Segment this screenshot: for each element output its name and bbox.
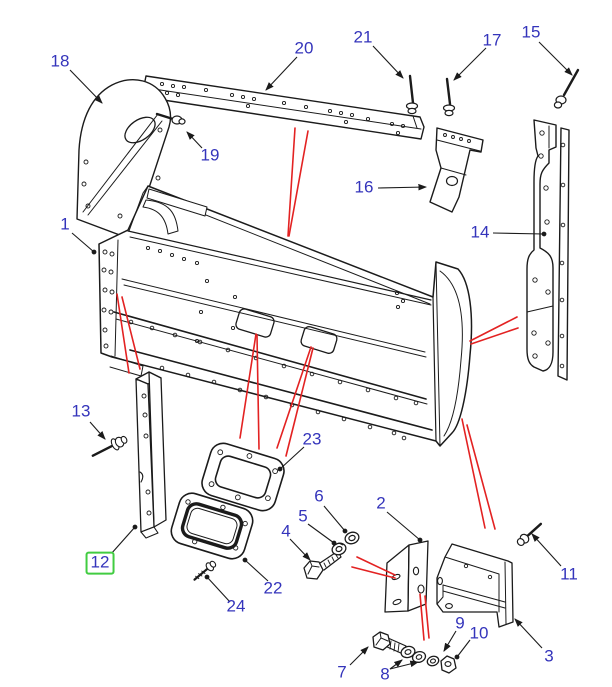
callout-8[interactable]: 8 (380, 664, 390, 684)
part-5-spring-washer-icon (331, 542, 347, 556)
callout-1[interactable]: 1 (60, 214, 70, 234)
part-9-washer-icon (426, 655, 440, 667)
callout-24[interactable]: 24 (226, 596, 246, 616)
part-13-bolt-icon (91, 435, 128, 457)
part-18-gusset-plate-icon (76, 79, 172, 241)
part-6-washer-icon (344, 531, 360, 545)
callout-14[interactable]: 14 (470, 222, 490, 242)
callout-20[interactable]: 20 (294, 38, 314, 58)
part-3-bracket-icon (436, 543, 514, 628)
part-17-bolt-icon (442, 77, 456, 117)
callout-12[interactable]: 12 (85, 551, 115, 575)
callout-16[interactable]: 16 (354, 177, 374, 197)
part-23-gasket-icon (201, 442, 285, 512)
part-16-bracket-icon (429, 127, 484, 213)
mount-indicator-lines (116, 127, 519, 641)
part-10-nut-icon (440, 655, 457, 674)
part-4-bolt-icon (303, 550, 342, 580)
callout-15[interactable]: 15 (521, 22, 541, 42)
callout-5[interactable]: 5 (298, 506, 308, 526)
callout-4[interactable]: 4 (281, 521, 291, 541)
callout-10[interactable]: 10 (469, 623, 489, 643)
part-7-bolt-icon (372, 631, 407, 655)
part-21-bolt-icon (405, 74, 419, 115)
part-8-washers-icon (400, 645, 427, 663)
callout-21[interactable]: 21 (353, 27, 373, 47)
callout-23[interactable]: 23 (302, 429, 322, 449)
part-12-strip-icon (135, 371, 167, 539)
callout-19[interactable]: 19 (200, 145, 220, 165)
callout-6[interactable]: 6 (314, 486, 324, 506)
callout-3[interactable]: 3 (544, 646, 554, 666)
part-15-bolt-icon (553, 68, 580, 109)
part-22-gasket-icon (170, 492, 254, 560)
part-20-rail-icon (143, 75, 425, 140)
part-14-pillar-icon (526, 119, 570, 381)
callout-22[interactable]: 22 (263, 578, 283, 598)
callout-7[interactable]: 7 (337, 662, 347, 682)
callout-leader-lines (69, 41, 573, 670)
callout-17[interactable]: 17 (482, 30, 502, 50)
callout-18[interactable]: 18 (50, 51, 70, 71)
part-11-bolt-icon (516, 522, 543, 547)
callout-13[interactable]: 13 (71, 401, 91, 421)
callout-2[interactable]: 2 (376, 493, 386, 513)
callout-9[interactable]: 9 (455, 613, 465, 633)
part-19-bolt-icon (155, 112, 186, 125)
callout-11[interactable]: 11 (560, 564, 578, 584)
part-24-screw-icon (193, 560, 217, 581)
